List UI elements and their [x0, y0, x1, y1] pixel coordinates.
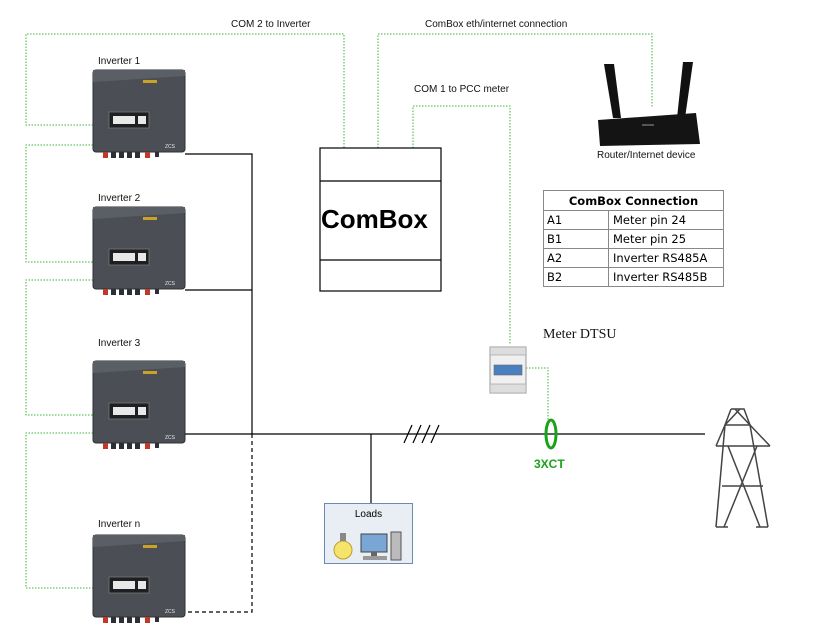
router-icon — [598, 62, 700, 146]
router-label: Router/Internet device — [597, 150, 696, 161]
eth-line — [377, 33, 653, 148]
pin-cell: B1 — [543, 229, 609, 249]
loads-icons — [333, 531, 402, 561]
ct-icon — [544, 418, 558, 450]
combox-connection-table: ComBox Connection A1 Meter pin 24 B1 Met… — [543, 190, 724, 287]
table-row: A2 Inverter RS485A — [543, 248, 724, 268]
target-cell: Meter pin 25 — [608, 229, 724, 249]
meter-icon — [489, 346, 527, 394]
target-cell: Inverter RS485B — [608, 267, 724, 287]
loads-label: Loads — [354, 509, 383, 520]
inverter-icon — [92, 69, 186, 159]
loads-box: Loads — [324, 503, 413, 564]
combox-eth-label: ComBox eth/internet connection — [425, 19, 568, 30]
inverter-icon — [92, 360, 186, 450]
target-cell: Meter pin 24 — [608, 210, 724, 230]
transmission-tower-icon — [715, 408, 771, 528]
meter-label: Meter DTSU — [543, 327, 617, 342]
inverter-label: Inverter n — [98, 519, 141, 530]
computer-icon — [360, 531, 402, 561]
bulb-icon — [333, 533, 353, 560]
com1-label: COM 1 to PCC meter — [414, 84, 510, 95]
power-lines — [185, 153, 705, 613]
combox-box — [319, 147, 442, 292]
com2-label: COM 2 to Inverter — [231, 19, 311, 30]
com1-line — [412, 105, 511, 345]
inverter-label: Inverter 1 — [98, 56, 141, 67]
phase-hatch — [403, 424, 440, 444]
meter-ct-line — [526, 367, 549, 420]
ct-label: 3XCT — [534, 457, 565, 471]
pin-cell: A1 — [543, 210, 609, 230]
inverter-label: Inverter 3 — [98, 338, 141, 349]
inverter-icon — [92, 534, 186, 624]
pin-cell: A2 — [543, 248, 609, 268]
table-row: A1 Meter pin 24 — [543, 210, 724, 230]
table-row: B1 Meter pin 25 — [543, 229, 724, 249]
pin-cell: B2 — [543, 267, 609, 287]
com2-line — [25, 33, 345, 148]
comm-lines — [25, 33, 653, 589]
inverter-label: Inverter 2 — [98, 193, 141, 204]
combox-title: ComBox — [321, 204, 428, 234]
target-cell: Inverter RS485A — [608, 248, 724, 268]
table-row: B2 Inverter RS485B — [543, 267, 724, 287]
inverter-icon — [92, 206, 186, 296]
table-title: ComBox Connection — [543, 190, 724, 211]
